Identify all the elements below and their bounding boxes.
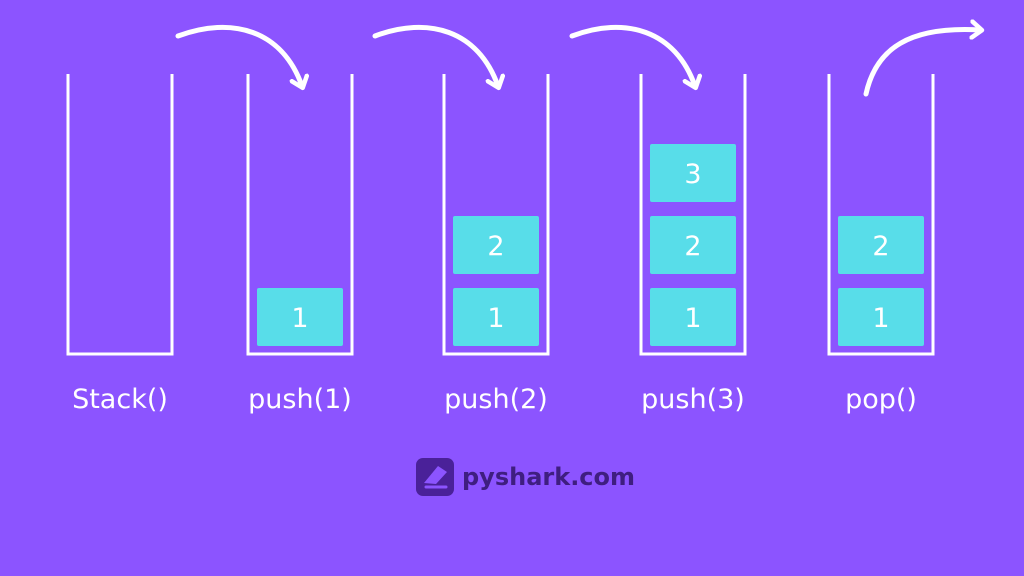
push-3-arrow (569, 24, 695, 86)
stack-item: 1 (257, 288, 343, 346)
brand-name: pyshark.com (462, 463, 635, 491)
stack-item: 2 (838, 216, 924, 274)
stack-container (66, 74, 174, 356)
stack-item-box (650, 144, 736, 202)
operation-label: Stack() (72, 384, 168, 415)
stack-item-value: 3 (684, 159, 701, 190)
stack-container (639, 74, 747, 356)
stack-container (827, 74, 935, 356)
push-1-arrow (175, 24, 302, 86)
stack-item: 2 (650, 216, 736, 274)
operation-label: pop() (845, 384, 917, 415)
stack-item: 1 (838, 288, 924, 346)
stack-item-value: 1 (872, 303, 889, 334)
stack-item-box (838, 288, 924, 346)
operation-arrows (175, 24, 980, 97)
stack-item-box (650, 288, 736, 346)
stack-container (442, 74, 550, 356)
operation-label: push(1) (248, 384, 352, 415)
stack-item-value: 1 (684, 303, 701, 334)
stack-item-box (453, 216, 539, 274)
pop-arrow (863, 30, 980, 97)
stack-item: 2 (453, 216, 539, 274)
stack-items: 1 1 2 1 2 3 1 2 (257, 144, 924, 346)
stack-container (246, 74, 354, 356)
stack-item-value: 2 (684, 231, 701, 262)
stack-item-value: 2 (872, 231, 889, 262)
operation-labels: Stack() push(1) push(2) push(3) pop() (72, 384, 917, 415)
push-2-arrow (372, 24, 498, 86)
stack-item-box (257, 288, 343, 346)
brand-footer: pyshark.com (416, 458, 635, 496)
pyshark-logo-icon (416, 458, 454, 496)
stack-containers (66, 74, 935, 356)
stack-item: 1 (453, 288, 539, 346)
stack-item-box (650, 216, 736, 274)
stack-item: 1 (650, 288, 736, 346)
stack-item-value: 2 (487, 231, 504, 262)
operation-label: push(3) (641, 384, 745, 415)
stack-item-value: 1 (291, 303, 308, 334)
stack-item-box (838, 216, 924, 274)
stack-item: 3 (650, 144, 736, 202)
stack-item-box (453, 288, 539, 346)
stack-item-value: 1 (487, 303, 504, 334)
operation-label: push(2) (444, 384, 548, 415)
